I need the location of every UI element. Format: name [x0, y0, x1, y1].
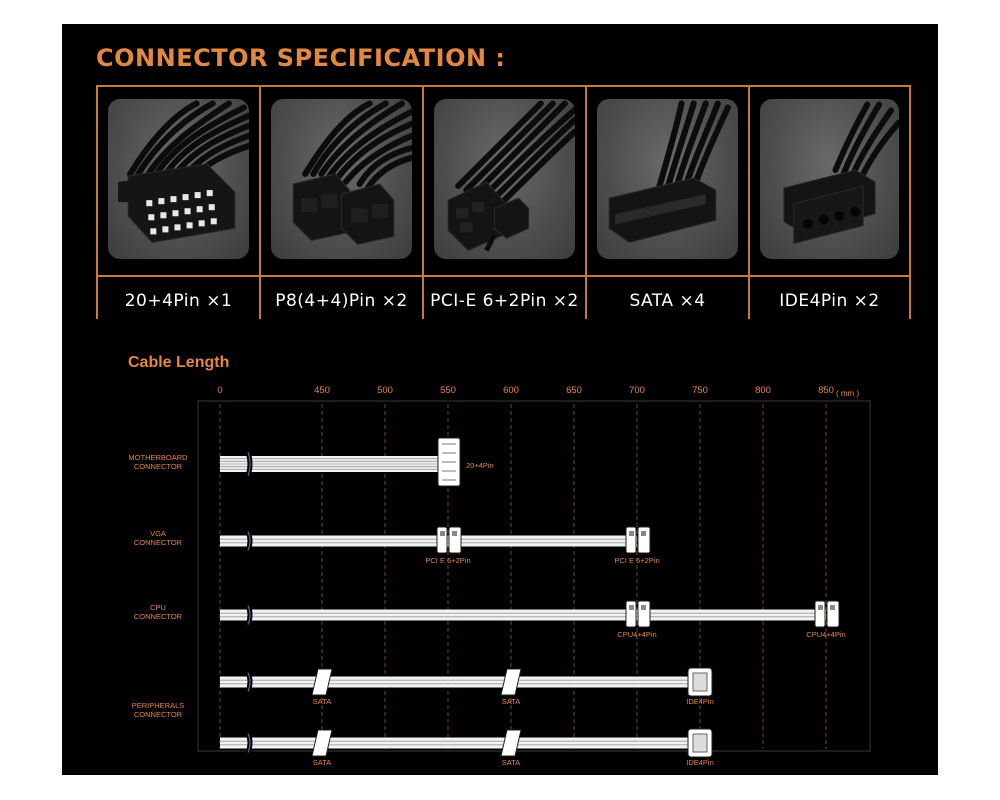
connector-tag: PCI E 6+2Pin	[614, 556, 659, 565]
cable-connector-sata: SATA	[311, 668, 333, 706]
axis-tick-label: 550	[440, 385, 456, 396]
photo-frame	[587, 85, 748, 277]
connector-card-atx: 20+4Pin ×1	[96, 85, 259, 319]
cable-connector-pcie: PCI E 6+2Pin	[425, 526, 471, 565]
connector-card-pcie: PCI-E 6+2Pin ×2	[422, 85, 585, 319]
photo-frame	[750, 85, 909, 277]
grid-lines	[219, 404, 827, 749]
eps-8pin-connector-icon	[271, 99, 412, 259]
cable-length-diagram: 0 450 500 550 600 650 700 750 800 850 ( mm ) MOTH…	[128, 385, 871, 767]
cable-connector-pcie: PCI E 6+2Pin	[614, 526, 660, 565]
sata-connector-shape	[500, 668, 522, 696]
axis-tick-label: 800	[755, 385, 771, 396]
connector-tag: 20+4Pin	[466, 461, 494, 470]
connector-tag: PCI E 6+2Pin	[425, 556, 470, 565]
photo-frame	[98, 85, 259, 277]
axis-unit: ( mm )	[836, 389, 859, 398]
atx-24pin-connector-icon	[108, 99, 249, 259]
molex-connector-icon	[760, 99, 899, 259]
axis-tick-label: 450	[314, 385, 330, 396]
cable-connector-sata: SATA	[500, 729, 522, 767]
connector-tag: IDE4Pin	[686, 758, 714, 767]
cable-bundle	[220, 737, 700, 749]
photo-frame	[261, 85, 422, 277]
page-title: CONNECTOR SPECIFICATION :	[96, 44, 506, 72]
connector-tag: SATA	[313, 697, 331, 706]
connector-tag: SATA	[502, 758, 520, 767]
eps-connector-shape	[625, 600, 637, 628]
connector-label: IDE4Pin ×2	[779, 291, 880, 311]
axis-tick-label: 650	[566, 385, 582, 396]
photo-frame	[424, 85, 585, 277]
sata-connector-shape	[311, 668, 333, 696]
connector-tag: CPU4+4Pin	[617, 630, 656, 639]
connector-card-molex: IDE4Pin ×2	[748, 85, 911, 319]
axis-tick-label: 750	[692, 385, 708, 396]
cable-connector-molex: IDE4Pin	[686, 728, 714, 767]
diagram-frame	[197, 400, 871, 752]
connector-tag: CPU4+4Pin	[806, 630, 845, 639]
cable-connector-molex: IDE4Pin	[686, 667, 714, 706]
connector-label: PCI-E 6+2Pin ×2	[430, 291, 579, 311]
cable-connector-eps: CPU4+4Pin	[806, 600, 846, 639]
axis-tick-label: 850	[818, 385, 834, 396]
connector-label: P8(4+4)Pin ×2	[275, 291, 408, 311]
connector-tag: SATA	[313, 758, 331, 767]
connector-card-eps: P8(4+4)Pin ×2	[259, 85, 422, 319]
cable: CPU4+4Pin CPU4+4Pin	[220, 600, 846, 639]
spec-panel: CONNECTOR SPECIFICATION :	[62, 24, 938, 775]
cable-connector-eps: CPU4+4Pin	[617, 600, 657, 639]
cable-length-title: Cable Length	[128, 354, 230, 371]
cable-bundle	[220, 609, 826, 621]
connector-label: SATA ×4	[629, 291, 706, 311]
pcie-connector-shape	[436, 526, 448, 554]
cable-connector-sata: SATA	[500, 668, 522, 706]
axis-tick-label: 700	[629, 385, 645, 396]
cable: SATA SATA IDE4Pin	[220, 667, 714, 706]
connector-card-sata: SATA ×4	[585, 85, 748, 319]
axis-ticks: 0 450 500 550 600 650 700 750 800 850	[217, 385, 834, 396]
sata-connector-shape	[311, 729, 333, 757]
axis-tick-label: 0	[217, 385, 222, 396]
connector-label: 20+4Pin ×1	[124, 291, 233, 311]
cable: 20+4Pin	[220, 437, 494, 487]
cable: PCI E 6+2Pin PCI E 6+2Pin	[220, 526, 660, 565]
cable-connector-sata: SATA	[311, 729, 333, 767]
eps-connector-shape	[814, 600, 826, 628]
pcie-connector-icon	[434, 99, 575, 259]
cable: SATA SATA IDE4Pin	[220, 728, 714, 767]
sata-connector-shape	[500, 729, 522, 757]
pcie-connector-shape	[625, 526, 637, 554]
sata-connector-icon	[597, 99, 738, 259]
connector-tag: IDE4Pin	[686, 697, 714, 706]
cable-bundle	[220, 676, 700, 688]
cable-bundle	[220, 535, 637, 547]
connector-tag: SATA	[502, 697, 520, 706]
axis-tick-label: 600	[503, 385, 519, 396]
cable-connector-atx: 20+4Pin	[437, 437, 494, 487]
axis-tick-label: 500	[377, 385, 393, 396]
